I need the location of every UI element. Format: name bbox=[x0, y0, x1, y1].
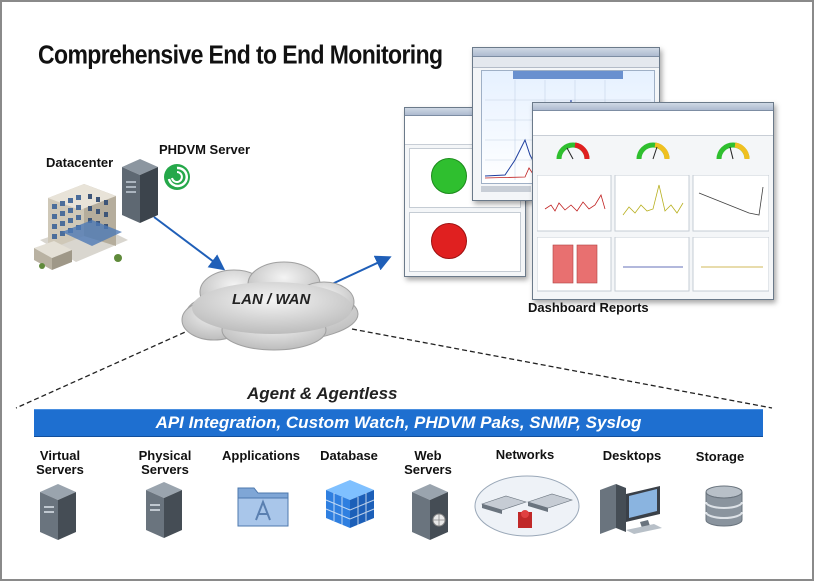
lan-wan-cloud-icon bbox=[181, 261, 359, 351]
database-cube-icon bbox=[325, 480, 375, 528]
gauge-row bbox=[556, 142, 750, 160]
category-desktops: Desktops bbox=[602, 448, 662, 463]
server-tower-icon bbox=[40, 484, 76, 540]
network-to-dashboard-arrow bbox=[331, 255, 392, 285]
desktop-computer-icon bbox=[600, 484, 662, 534]
category-storage: Storage bbox=[695, 449, 745, 464]
phdvm-server-icon bbox=[122, 159, 158, 223]
network-switch-icon bbox=[474, 475, 580, 537]
dashboard-reports-label: Dashboard Reports bbox=[528, 300, 649, 315]
agent-agentless-label: Agent & Agentless bbox=[247, 384, 398, 403]
diagram-title: Comprehensive End to End Monitoring bbox=[38, 40, 443, 70]
applications-folder-icon bbox=[237, 487, 289, 527]
category-database: Database bbox=[320, 448, 378, 463]
web-server-icon bbox=[412, 484, 448, 540]
lan-wan-label: LAN / WAN bbox=[232, 291, 311, 308]
integration-band: API Integration, Custom Watch, PHDVM Pak… bbox=[34, 409, 763, 437]
storage-disk-icon bbox=[705, 485, 743, 527]
status-ok-indicator bbox=[431, 158, 467, 194]
integration-band-text: API Integration, Custom Watch, PHDVM Pak… bbox=[155, 413, 642, 432]
right-dashed-line bbox=[351, 328, 773, 409]
datacenter-label: Datacenter bbox=[46, 155, 114, 170]
category-networks: Networks bbox=[495, 447, 555, 462]
phdvm-logo-icon bbox=[164, 164, 190, 190]
left-dashed-line bbox=[15, 328, 193, 409]
datacenter-building-icon bbox=[34, 184, 128, 270]
server-to-network-arrow bbox=[153, 216, 226, 271]
server-tower-icon bbox=[146, 482, 182, 538]
phdvm-server-label: PHDVM Server bbox=[159, 142, 251, 157]
status-critical-indicator bbox=[431, 223, 467, 259]
category-applications: Applications bbox=[221, 448, 300, 463]
dashboard-screenshot-overview bbox=[532, 102, 774, 300]
